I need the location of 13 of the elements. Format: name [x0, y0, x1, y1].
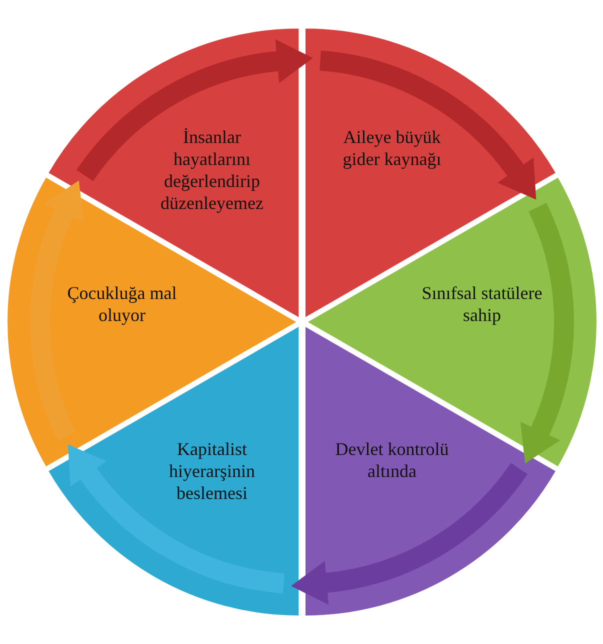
curved-arrow — [318, 50, 538, 198]
segment-label: İnsanlar hayatlarını değerlendirip düzenleyemez — [160, 126, 264, 214]
segment-label: Çocukluğa mal oluyor — [66, 282, 178, 326]
curved-arrow — [76, 40, 313, 182]
curved-arrow — [66, 446, 286, 594]
segment-label: Devlet kontrolü altında — [334, 438, 450, 482]
curved-arrow — [291, 462, 528, 604]
curved-arrow — [30, 180, 84, 441]
curved-arrow — [520, 203, 574, 464]
segment-label: Aileye büyük gider kaynağı — [342, 126, 442, 170]
segment-label: Kapitalist hiyerarşinin beslemesi — [168, 438, 256, 504]
segment-label: Sınıfsal statülere sahip — [420, 282, 544, 326]
pie-segment — [304, 326, 556, 616]
